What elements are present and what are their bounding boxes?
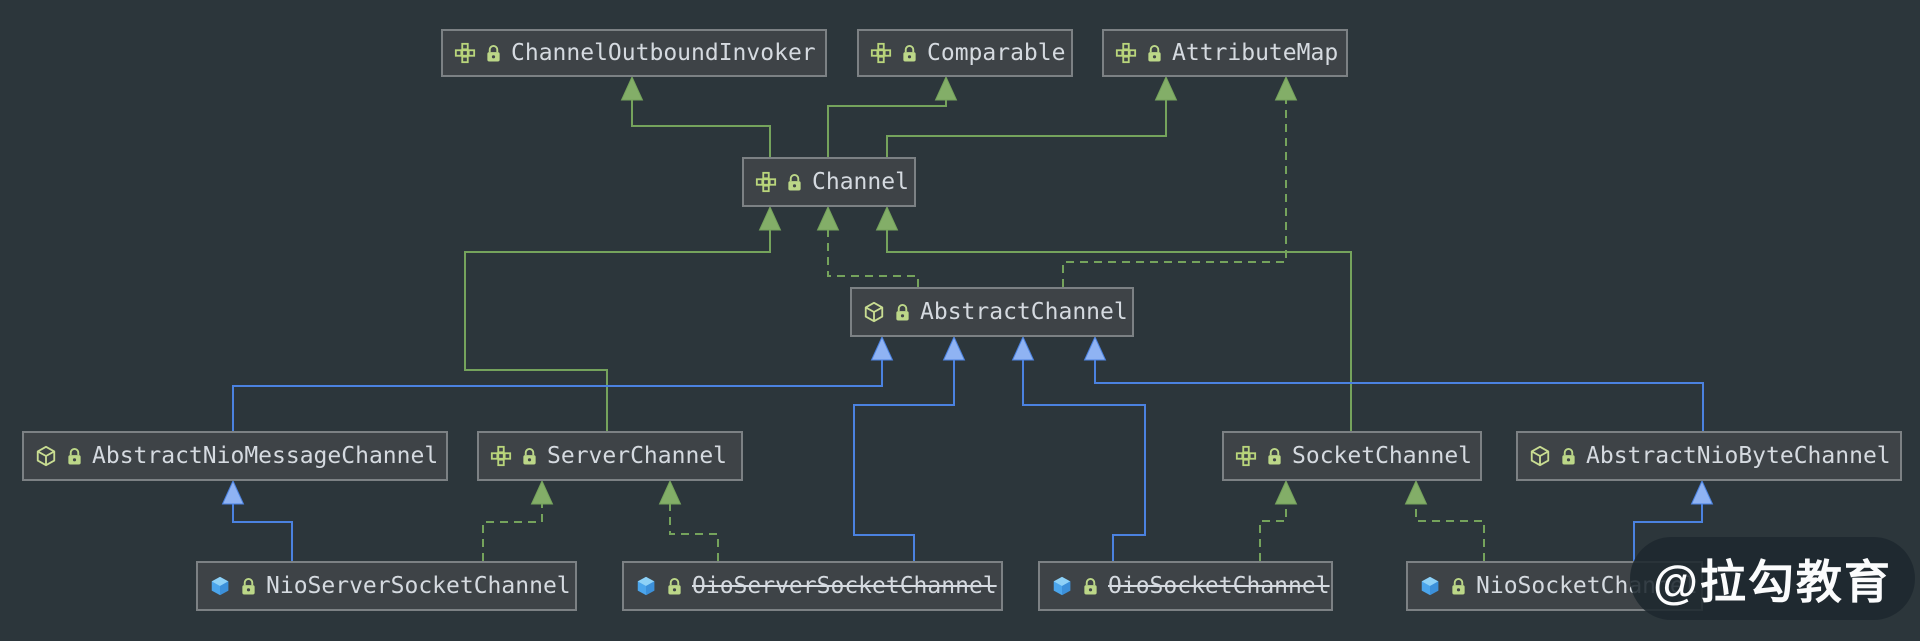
node-label: AbstractNioMessageChannel bbox=[92, 443, 439, 469]
node-label: AttributeMap bbox=[1172, 40, 1339, 66]
node-label: NioServerSocketChannel bbox=[266, 573, 571, 599]
abstract-class-icon bbox=[36, 445, 56, 467]
edge-arrowhead-Channel-AttributeMap bbox=[1154, 75, 1178, 101]
node-label: Channel bbox=[812, 169, 909, 195]
node-AbstractNioMessageChannel[interactable]: AbstractNioMessageChannel bbox=[22, 431, 448, 481]
class-icon bbox=[211, 576, 229, 596]
edge-arrowhead-NioServerSocketChannel-ServerChannel bbox=[530, 479, 554, 505]
edge-AbstractChannel-Channel bbox=[827, 229, 919, 287]
edge-NioSocketChannel-SocketChannel bbox=[1415, 503, 1485, 561]
node-SocketChannel[interactable]: SocketChannel bbox=[1222, 431, 1482, 481]
node-label: OioServerSocketChannel bbox=[692, 573, 997, 599]
lock-icon bbox=[1562, 447, 1575, 465]
interface-icon bbox=[755, 171, 777, 193]
edge-arrowhead-SocketChannel-Channel bbox=[875, 205, 899, 231]
node-label: AbstractNioByteChannel bbox=[1586, 443, 1891, 469]
edge-Channel-AttributeMap bbox=[886, 99, 1167, 157]
class-icon bbox=[637, 576, 655, 596]
lock-icon bbox=[1452, 577, 1465, 595]
edge-arrowhead-Channel-ChannelOutboundInvoker bbox=[620, 75, 644, 101]
edge-arrowhead-NioServerSocketChannel-AbstractNioMessageChannel bbox=[221, 479, 245, 505]
node-Comparable[interactable]: Comparable bbox=[857, 29, 1073, 77]
edge-arrowhead-AbstractNioByteChannel-AbstractChannel bbox=[1083, 335, 1107, 361]
interface-icon bbox=[490, 445, 512, 467]
node-NioServerSocketChannel[interactable]: NioServerSocketChannel bbox=[196, 561, 577, 611]
edge-OioServerSocketChannel-ServerChannel bbox=[669, 503, 719, 561]
node-label: OioSocketChannel bbox=[1108, 573, 1330, 599]
edge-AbstractNioMessageChannel-AbstractChannel bbox=[232, 359, 883, 431]
node-label: ChannelOutboundInvoker bbox=[511, 40, 816, 66]
edge-arrowhead-NioSocketChannel-SocketChannel bbox=[1404, 479, 1428, 505]
lock-icon bbox=[487, 44, 500, 62]
node-AbstractNioByteChannel[interactable]: AbstractNioByteChannel bbox=[1516, 431, 1902, 481]
node-AbstractChannel[interactable]: AbstractChannel bbox=[850, 287, 1134, 337]
interface-icon bbox=[870, 42, 892, 64]
edge-arrowhead-Channel-Comparable bbox=[934, 75, 958, 101]
watermark-text: @拉勾教育 bbox=[1653, 555, 1892, 608]
edge-arrowhead-OioServerSocketChannel-ServerChannel bbox=[658, 479, 682, 505]
interface-icon bbox=[1115, 42, 1137, 64]
node-AttributeMap[interactable]: AttributeMap bbox=[1102, 29, 1348, 77]
node-Channel[interactable]: Channel bbox=[742, 157, 916, 207]
class-icon bbox=[1421, 576, 1439, 596]
node-OioSocketChannel[interactable]: OioSocketChannel bbox=[1038, 561, 1333, 611]
lock-icon bbox=[668, 577, 681, 595]
edge-Channel-Comparable bbox=[827, 99, 947, 157]
interface-icon bbox=[454, 42, 476, 64]
edge-OioSocketChannel-AbstractChannel bbox=[1022, 359, 1146, 561]
node-label: SocketChannel bbox=[1292, 443, 1473, 469]
edge-arrowhead-OioServerSocketChannel-AbstractChannel bbox=[942, 335, 966, 361]
edge-SocketChannel-Channel bbox=[886, 229, 1352, 431]
abstract-class-icon bbox=[864, 301, 884, 323]
abstract-class-icon bbox=[1530, 445, 1550, 467]
class-icon bbox=[1053, 576, 1071, 596]
edge-NioServerSocketChannel-AbstractNioMessageChannel bbox=[232, 503, 293, 561]
lock-icon bbox=[1148, 44, 1161, 62]
lock-icon bbox=[1084, 577, 1097, 595]
interface-icon bbox=[1235, 445, 1257, 467]
edge-arrowhead-AbstractChannel-Channel bbox=[816, 205, 840, 231]
edge-NioServerSocketChannel-ServerChannel bbox=[482, 503, 543, 561]
lock-icon bbox=[523, 447, 536, 465]
edge-arrowhead-ServerChannel-Channel bbox=[758, 205, 782, 231]
edge-arrowhead-AbstractChannel-AttributeMap bbox=[1274, 75, 1298, 101]
edge-arrowhead-AbstractNioMessageChannel-AbstractChannel bbox=[870, 335, 894, 361]
lock-icon bbox=[903, 44, 916, 62]
edge-ServerChannel-Channel bbox=[464, 229, 771, 431]
lock-icon bbox=[242, 577, 255, 595]
lock-icon bbox=[68, 447, 81, 465]
node-ServerChannel[interactable]: ServerChannel bbox=[477, 431, 743, 481]
edge-arrowhead-OioSocketChannel-AbstractChannel bbox=[1011, 335, 1035, 361]
edge-arrowhead-OioSocketChannel-SocketChannel bbox=[1274, 479, 1298, 505]
edge-OioServerSocketChannel-AbstractChannel bbox=[853, 359, 955, 561]
lock-icon bbox=[788, 173, 801, 191]
edge-NioSocketChannel-AbstractNioByteChannel bbox=[1633, 503, 1703, 561]
edge-AbstractChannel-AttributeMap bbox=[1062, 99, 1287, 287]
node-label: Comparable bbox=[927, 40, 1066, 66]
lock-icon bbox=[896, 303, 909, 321]
edge-OioSocketChannel-SocketChannel bbox=[1259, 503, 1287, 561]
node-ChannelOutboundInvoker[interactable]: ChannelOutboundInvoker bbox=[441, 29, 827, 77]
edge-arrowhead-NioSocketChannel-AbstractNioByteChannel bbox=[1690, 479, 1714, 505]
watermark-badge: @拉勾教育 bbox=[1630, 537, 1915, 620]
edge-AbstractNioByteChannel-AbstractChannel bbox=[1094, 359, 1704, 431]
lock-icon bbox=[1268, 447, 1281, 465]
node-OioServerSocketChannel[interactable]: OioServerSocketChannel bbox=[622, 561, 1003, 611]
node-label: AbstractChannel bbox=[920, 299, 1128, 325]
edge-Channel-ChannelOutboundInvoker bbox=[631, 99, 771, 157]
node-label: ServerChannel bbox=[547, 443, 728, 469]
